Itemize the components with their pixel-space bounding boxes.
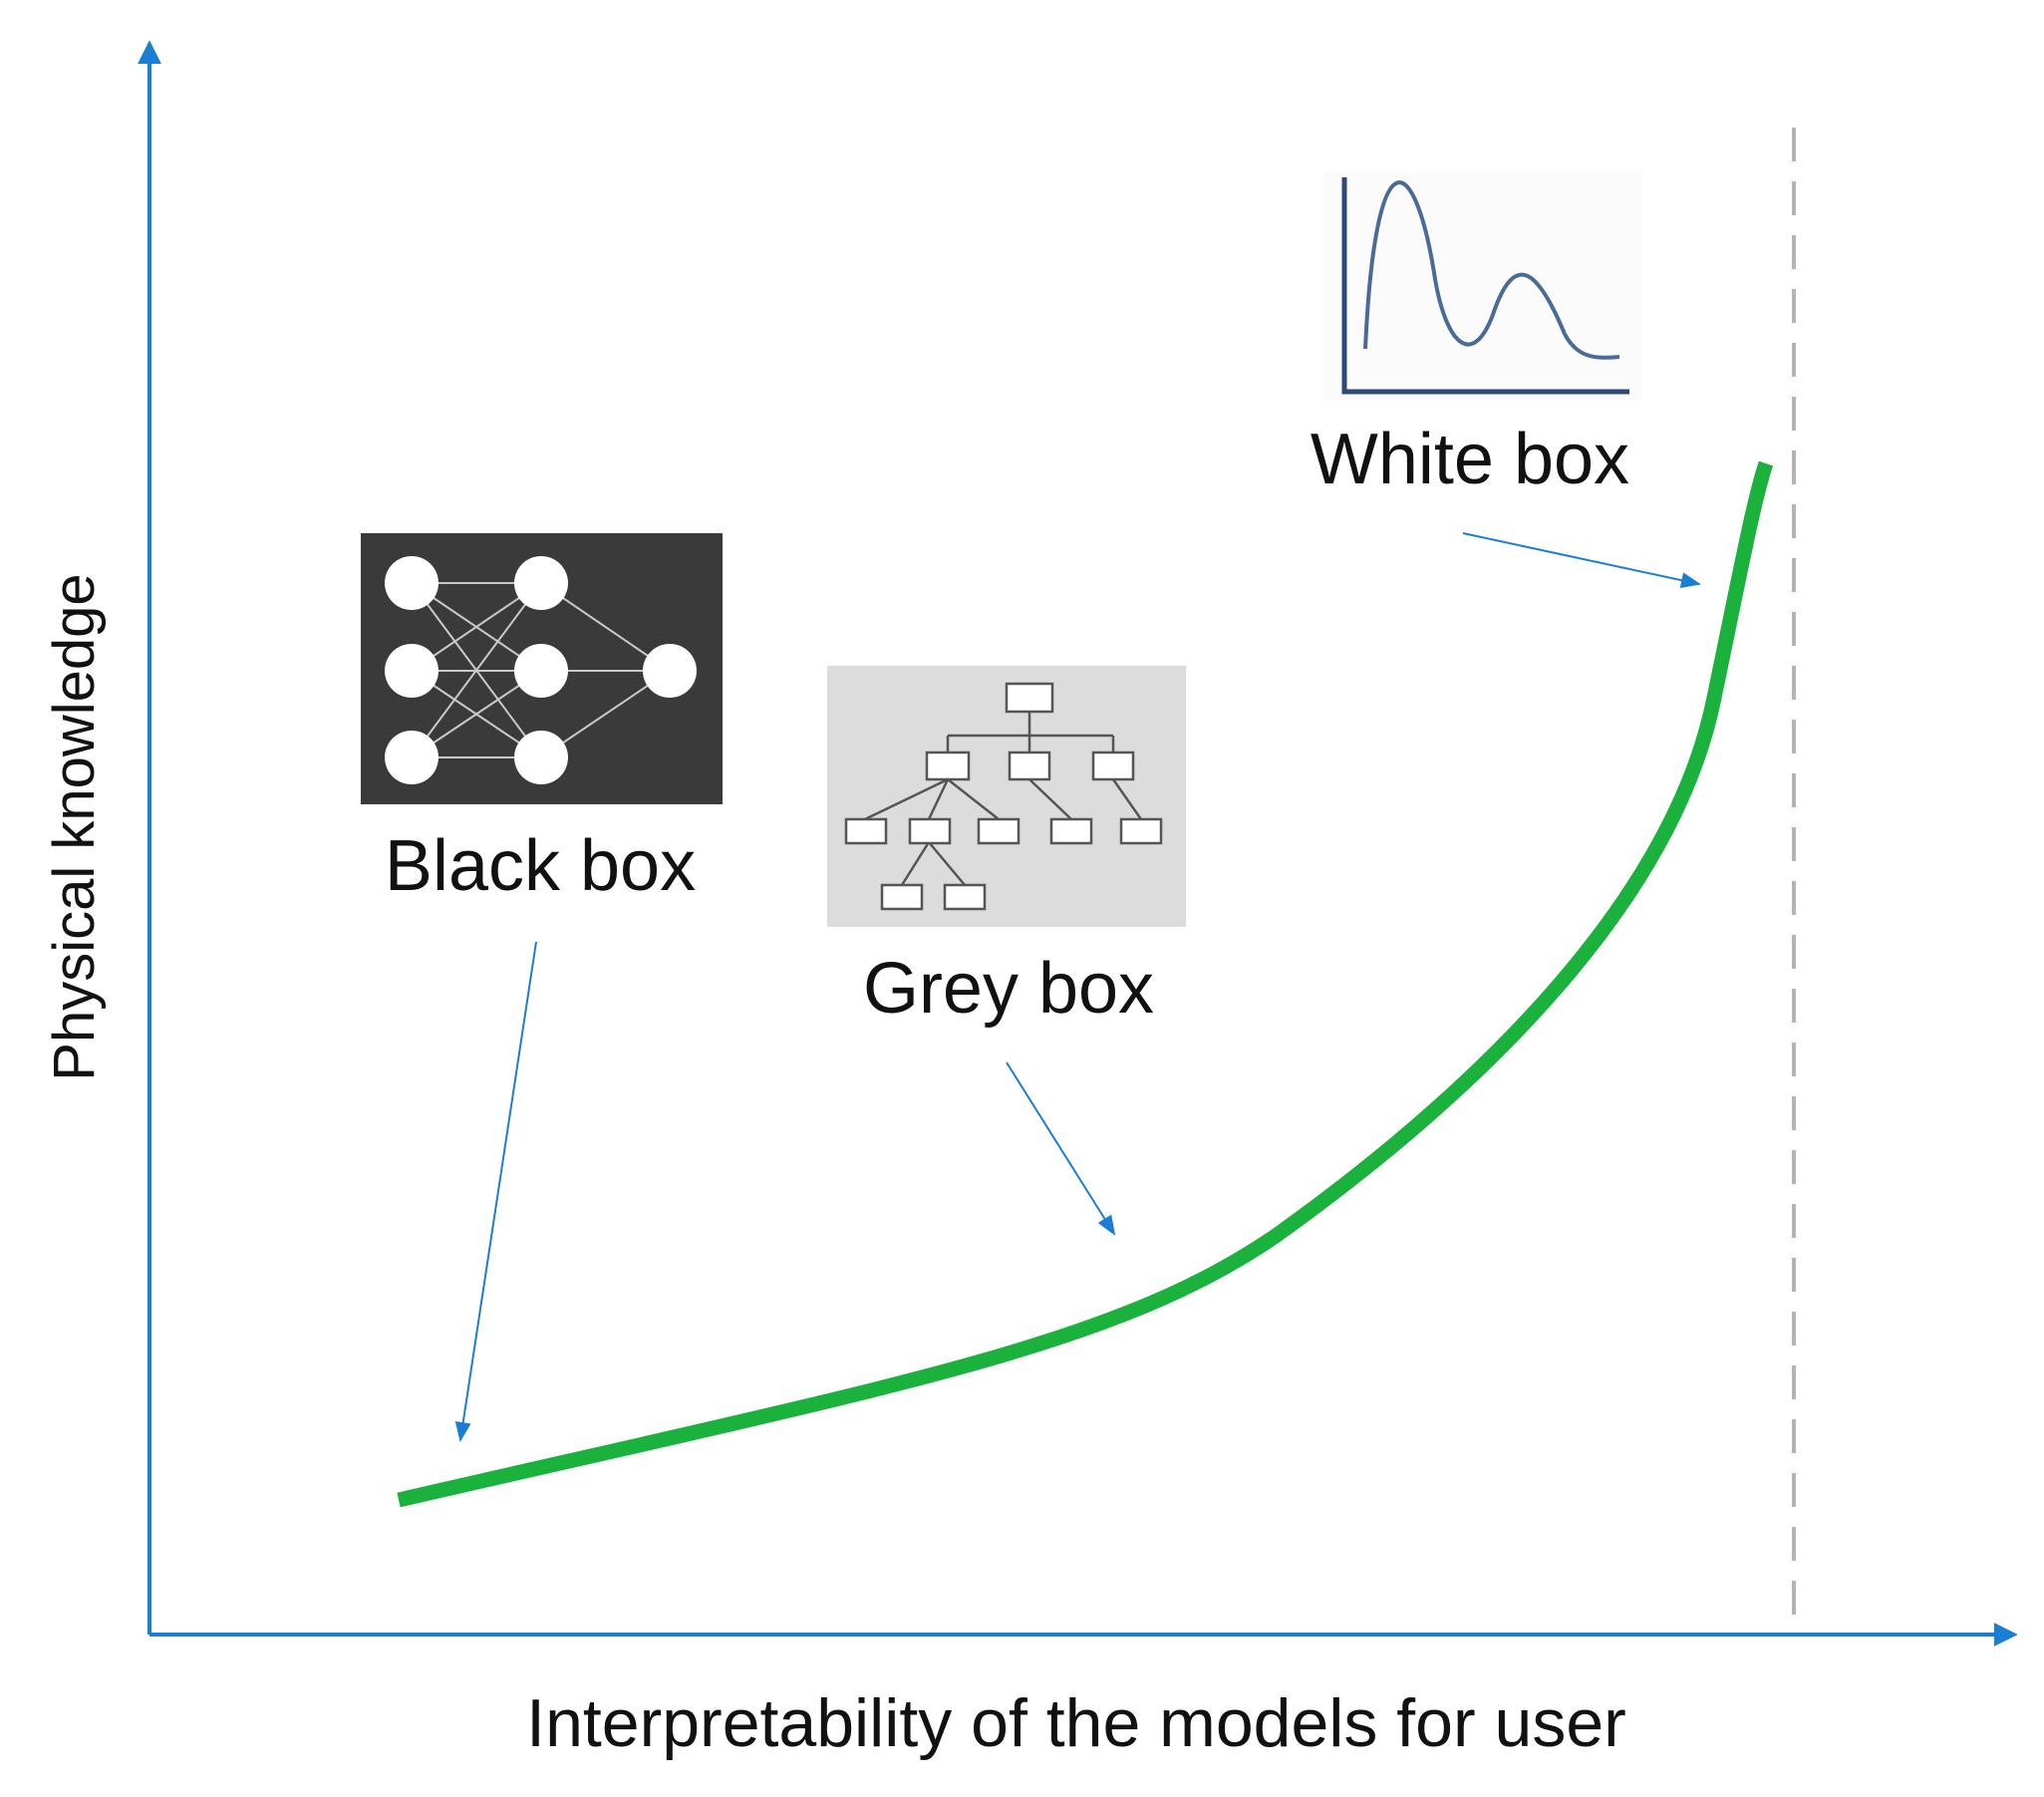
white-box-group: White box xyxy=(1311,171,1642,499)
white-box-background xyxy=(1323,171,1642,401)
grey-box-pointer-arrow xyxy=(1006,1061,1116,1236)
grey-box-group: Grey box xyxy=(827,666,1186,1029)
white-box-label: White box xyxy=(1311,420,1629,499)
x-axis-label: Interpretability of the models for user xyxy=(526,1685,1626,1761)
decision-tree-icon xyxy=(844,682,1163,911)
black-box-group: Black box xyxy=(361,533,723,906)
grey-box-label: Grey box xyxy=(863,949,1154,1029)
neural-network-icon xyxy=(385,556,697,784)
black-box-label: Black box xyxy=(385,826,696,906)
line-plot-icon xyxy=(1341,177,1629,395)
black-box-pointer-arrow xyxy=(454,941,537,1442)
y-axis-label: Physical knowledge xyxy=(42,573,107,1080)
white-box-pointer-arrow xyxy=(1462,532,1701,589)
interpretability-curve xyxy=(397,460,1774,1508)
